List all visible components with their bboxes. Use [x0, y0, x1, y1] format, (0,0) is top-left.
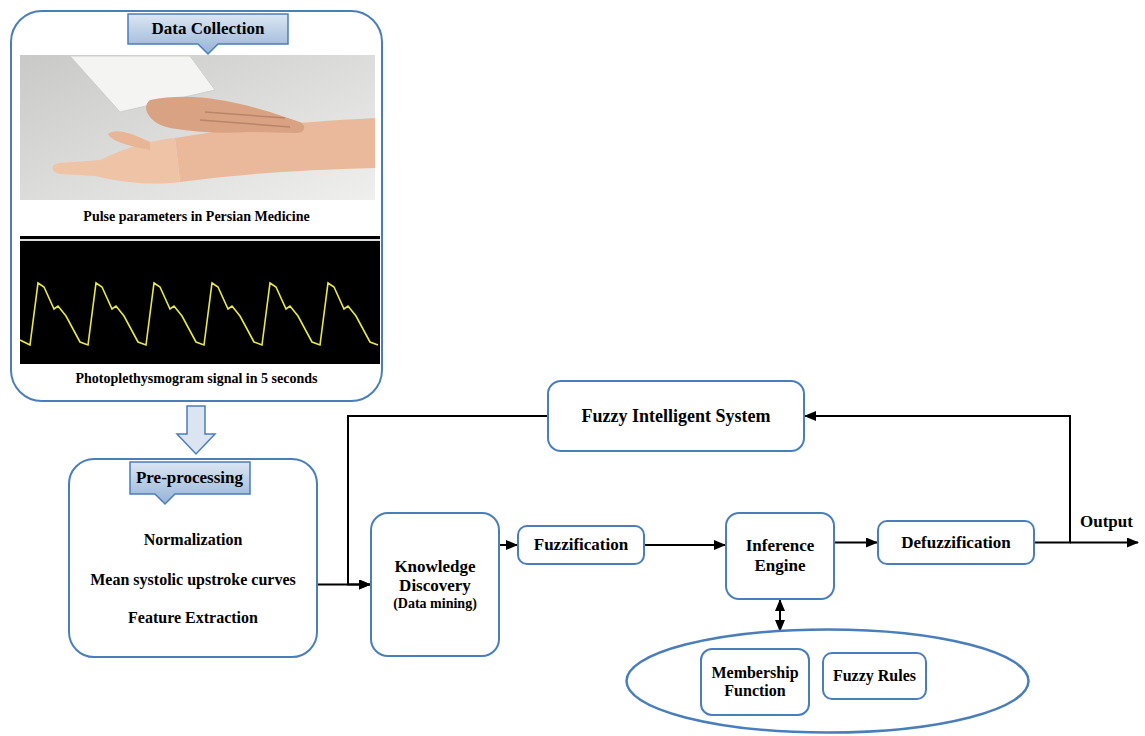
- process-box: Inference Engine: [725, 512, 835, 600]
- output-label: Output: [1080, 512, 1133, 532]
- process-box: Fuzzy Intelligent System: [547, 380, 805, 452]
- ppg-signal: [20, 236, 380, 364]
- step-label: Mean systolic upstroke curves: [70, 570, 316, 590]
- heading-tab: [128, 14, 288, 54]
- panel-heading: Data Collection: [128, 14, 288, 44]
- process-box: Knowledge Discovery(Data mining): [370, 512, 500, 657]
- flow-arrow: [500, 544, 517, 546]
- flow-arrow: [645, 544, 725, 546]
- process-box: Fuzzy Rules: [822, 652, 927, 700]
- flow-arrow: [805, 416, 1070, 543]
- node-label: Defuzzification: [901, 533, 1011, 553]
- knowledge-base-ellipse: Membership Function Fuzzy Rules: [625, 628, 1030, 734]
- node-label: Inference Engine: [733, 536, 827, 575]
- flow-arrow: [835, 542, 877, 544]
- node-label: Fuzzy Intelligent System: [582, 406, 771, 427]
- panel-heading: Pre-processing: [130, 462, 250, 494]
- ellipse-shape: [627, 630, 1029, 733]
- node-label: Membership Function: [708, 664, 802, 701]
- step-label: Feature Extraction: [70, 608, 316, 628]
- photo-caption: Pulse parameters in Persian Medicine: [12, 208, 381, 225]
- node-label: Knowledge Discovery: [378, 557, 492, 596]
- signal-caption: Photoplethysmogram signal in 5 seconds: [12, 370, 381, 387]
- process-box: Membership Function: [700, 648, 810, 716]
- preprocessing-panel: Pre-processingNormalizationMean systolic…: [68, 458, 318, 658]
- node-label: Fuzzification: [534, 535, 628, 555]
- node-label: (Data mining): [393, 596, 477, 612]
- flow-arrow: [779, 600, 781, 631]
- node-label: Fuzzy Rules: [833, 667, 916, 685]
- step-label: Normalization: [70, 530, 316, 550]
- heading-tab: [130, 462, 250, 504]
- process-box: Defuzzification: [877, 520, 1035, 565]
- flow-arrow: [177, 406, 215, 454]
- data-collection-panel: Data CollectionPulse parameters in Persi…: [10, 10, 383, 402]
- process-box: Fuzzification: [517, 525, 645, 565]
- ellipse-outline: [625, 628, 1030, 734]
- output-arrow: [1070, 542, 1138, 544]
- pulse-photo: [20, 55, 375, 200]
